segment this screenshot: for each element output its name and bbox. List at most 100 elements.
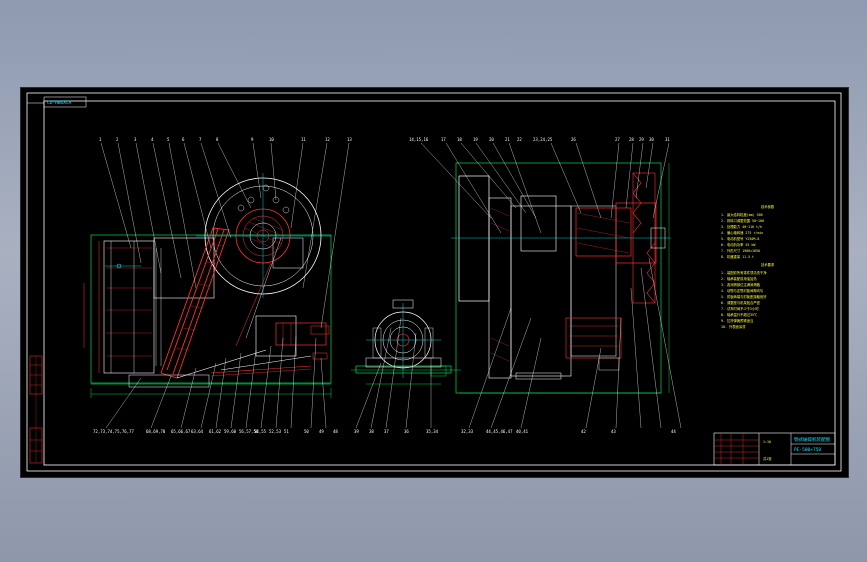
spec-row: 4. 偏心轴转速 275 r/min	[721, 230, 763, 235]
front-view	[83, 173, 332, 398]
spec-row: 3. 处理能力 40~110 t/h	[721, 224, 762, 229]
outer-border	[26, 92, 842, 472]
callout-label: 23,24,25	[533, 137, 553, 142]
cad-viewport[interactable]: CD-HBOXCA	[20, 87, 849, 478]
spec-row: 5. 电动机型号 Y250M-8	[721, 236, 759, 241]
callout-label: 8	[216, 137, 219, 142]
callout-label: 36	[404, 429, 409, 434]
title-block-scale: 1:10	[763, 440, 771, 444]
callout-label: 56,57,58	[239, 429, 259, 434]
title-block-sheet: 共1张	[763, 456, 772, 461]
spec-table-title: 技术参数	[761, 204, 775, 209]
callout-label: 17	[441, 137, 446, 142]
notes-title: 技术要求	[761, 262, 775, 267]
callout-label: 51	[284, 429, 289, 434]
callout-label: 32,33	[461, 429, 474, 434]
callout-label: 38	[369, 429, 374, 434]
callout-label: 26	[571, 137, 576, 142]
callout-label: 1	[99, 137, 102, 142]
callouts-motor-bottom: 39 38 37 36 35,34	[354, 429, 439, 434]
spec-row: 2. 排料口调整范围 50~100	[721, 218, 764, 223]
callout-label: 42	[581, 429, 586, 434]
callout-label: 63,64	[191, 429, 204, 434]
callout-label: 22	[517, 137, 522, 142]
note-row: 9. 拉杆弹簧预紧适当	[721, 318, 753, 323]
callout-label: 29	[639, 137, 644, 142]
callout-label: 52,53	[269, 429, 282, 434]
motor-view	[351, 299, 461, 385]
note-row: 6. 调整座与机架贴合严密	[721, 300, 761, 305]
note-row: 5. 肘板两端与肘板座接触良好	[721, 294, 767, 299]
callout-label: 18	[457, 137, 462, 142]
flywheel-side	[458, 175, 490, 302]
callout-label: 48	[333, 429, 338, 434]
callout-label: 35,34	[426, 429, 439, 434]
callout-label: 9	[251, 137, 254, 142]
title-block: 1:10 共1张 颚式破碎机装配图 PE-500×750	[713, 432, 836, 466]
drawing-canvas: CD-HBOXCA	[26, 92, 842, 472]
callout-label: 61,62	[209, 429, 222, 434]
spec-row: 7. 外形尺寸 1980×1850	[721, 248, 760, 253]
note-row: 3. 各润滑部位注满润滑脂	[721, 282, 761, 287]
callout-label: 49	[319, 429, 324, 434]
callout-label: 28	[629, 137, 634, 142]
callout-label: 27	[615, 137, 620, 142]
callout-label: 59,60	[224, 429, 237, 434]
callouts-right-top: 14,15,16 17 18 19 20 21 22 23,24,25 26 27 28 29 30 31	[409, 137, 670, 142]
callout-label: 39	[354, 429, 359, 434]
note-row: 4. 动颚与定颚衬板间隙均匀	[721, 288, 763, 293]
motor-base	[355, 365, 452, 374]
side-view-envelope	[455, 162, 662, 394]
note-row: 2. 轴承装配前用油加热	[721, 276, 757, 281]
leader-lines	[100, 142, 682, 429]
callout-label: 68,69,70	[146, 429, 166, 434]
title-block-drawing-no: PE-500×750	[794, 447, 821, 453]
callout-label: 10	[269, 137, 274, 142]
callout-label: 40,41	[516, 429, 529, 434]
callout-label: 7	[199, 137, 202, 142]
bearing-housing	[575, 207, 632, 257]
frame-side	[510, 205, 572, 377]
callout-label: 13	[347, 137, 352, 142]
callout-label: 65,66,67	[171, 429, 191, 434]
callout-label: 54,55	[254, 429, 267, 434]
callout-label: 72,73,74,75,76,77	[93, 429, 135, 434]
side-view	[451, 162, 671, 394]
callout-label: 50	[304, 429, 309, 434]
spec-row: 8. 机器重量 11.5 t	[721, 254, 754, 259]
spec-row: 6. 电动机功率 55 kW	[721, 242, 755, 247]
callout-label: 43	[611, 429, 616, 434]
callout-label: 5	[167, 137, 170, 142]
callout-label: 6	[182, 137, 185, 142]
callout-label: 19	[473, 137, 478, 142]
callout-label: 20	[489, 137, 494, 142]
swing-jaw	[160, 227, 230, 379]
inner-border	[43, 100, 836, 466]
callout-label: 44,45,46,47	[486, 429, 513, 434]
callout-label: 37	[384, 429, 389, 434]
corner-tag: CD-HBOXCA	[43, 96, 87, 108]
note-row: 8. 轴承温升不超过35℃	[721, 312, 758, 317]
fixed-jaw-body	[103, 240, 155, 374]
front-view-envelope	[90, 234, 332, 384]
note-row: 10. 外表面涂漆	[721, 324, 746, 329]
callout-label: 14,15,16	[409, 137, 429, 142]
callout-label: 3	[134, 137, 137, 142]
callout-label: 44	[671, 429, 676, 434]
left-margin-block	[29, 355, 43, 464]
callout-label: 30	[649, 137, 654, 142]
callout-label: 4	[151, 137, 154, 142]
callout-label: 31	[665, 137, 670, 142]
callout-label: 12	[325, 137, 330, 142]
note-row: 1. 装配前所有零件须清洗干净	[721, 270, 767, 275]
corner-tag-text: CD-HBOXCA	[47, 100, 72, 106]
callout-label: 11	[301, 137, 306, 142]
callout-label: 2	[116, 137, 119, 142]
note-row: 7. 试车时间不少于2小时	[721, 306, 759, 311]
spec-row: 1. 最大给料粒度(mm) 500	[721, 212, 763, 217]
callout-label: 21	[505, 137, 510, 142]
